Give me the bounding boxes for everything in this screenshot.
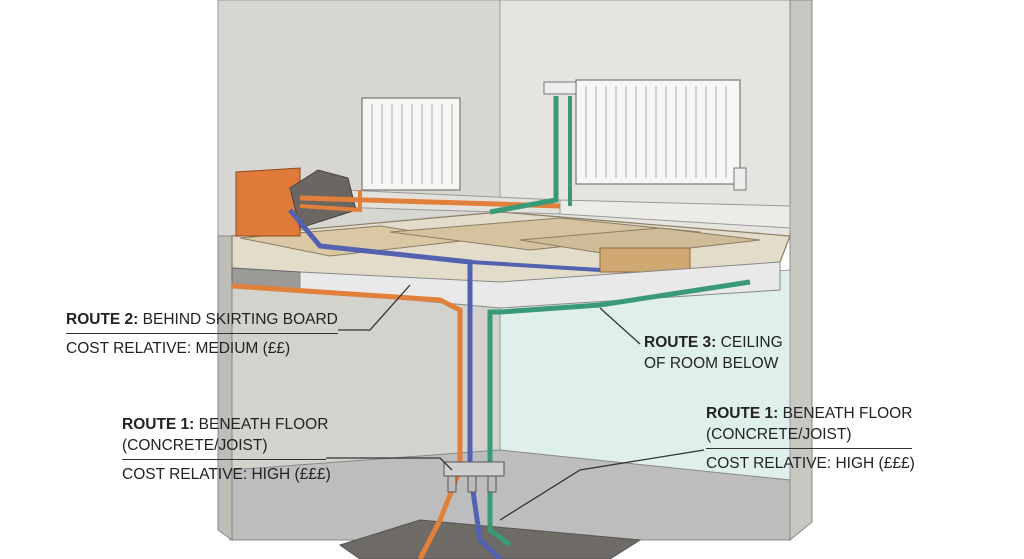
route2-divider	[66, 333, 338, 334]
leader-route1-left	[326, 457, 453, 471]
route1-right-heading-line: ROUTE 1: BENEATH FLOOR	[706, 403, 915, 424]
floorboard-2	[389, 217, 701, 251]
callout-route3: ROUTE 3: CEILING OF ROOM BELOW	[644, 332, 783, 374]
route1-left-divider	[122, 459, 326, 460]
route1-flow-pipe	[231, 283, 463, 559]
route3-radiator-pipe	[489, 96, 559, 215]
route1-right-title: ROUTE 1:	[706, 405, 779, 422]
route1-right-cost: COST RELATIVE: HIGH (£££)	[706, 455, 915, 472]
route3-description-line1: CEILING	[720, 334, 783, 351]
route3-title: ROUTE 3:	[644, 334, 717, 351]
route3-description-line2: OF ROOM BELOW	[644, 355, 779, 372]
callout-route2: ROUTE 2: BEHIND SKIRTING BOARD COST RELA…	[66, 309, 338, 359]
joist	[599, 247, 691, 273]
floor-trench	[338, 519, 642, 559]
callout-route1-left: ROUTE 1: BENEATH FLOOR (CONCRETE/JOIST) …	[122, 414, 331, 485]
leader-route2	[338, 284, 411, 331]
route1-return-pipe-branch	[469, 260, 601, 272]
route1-left-heading-line: ROUTE 1: BENEATH FLOOR	[122, 414, 331, 435]
route2-return-pipe	[299, 190, 362, 213]
leader-route3	[599, 307, 641, 345]
radiator-right	[543, 79, 747, 191]
route1-right-description-line1: BENEATH FLOOR	[782, 405, 913, 422]
route1-left-title: ROUTE 1:	[122, 416, 195, 433]
route1-right-divider	[706, 448, 912, 449]
left-cut-wall	[217, 235, 233, 541]
route1-left-cost: COST RELATIVE: HIGH (£££)	[122, 466, 331, 483]
route1-right-description-line2: (CONCRETE/JOIST)	[706, 426, 852, 443]
floorboard-3	[519, 227, 761, 257]
skirting-left	[235, 167, 301, 237]
route1-left-description-line1: BENEATH FLOOR	[198, 416, 329, 433]
manifold	[443, 461, 505, 493]
route2-cost: COST RELATIVE: MEDIUM (££)	[66, 340, 291, 357]
route1-left-description-line2: (CONCRETE/JOIST)	[122, 437, 268, 454]
radiator-left	[361, 97, 461, 191]
route2-description: BEHIND SKIRTING BOARD	[142, 311, 338, 328]
skirting-right	[559, 199, 791, 229]
route2-title: ROUTE 2:	[66, 311, 139, 328]
route1-return-pipe	[288, 208, 502, 559]
route2-heading-line: ROUTE 2: BEHIND SKIRTING BOARD	[66, 309, 338, 330]
callout-route1-right: ROUTE 1: BENEATH FLOOR (CONCRETE/JOIST) …	[706, 403, 915, 474]
route3-ceiling-pipe	[487, 279, 751, 547]
route3-heading-line: ROUTE 3: CEILING	[644, 332, 783, 353]
leader-route1-right	[499, 449, 705, 521]
